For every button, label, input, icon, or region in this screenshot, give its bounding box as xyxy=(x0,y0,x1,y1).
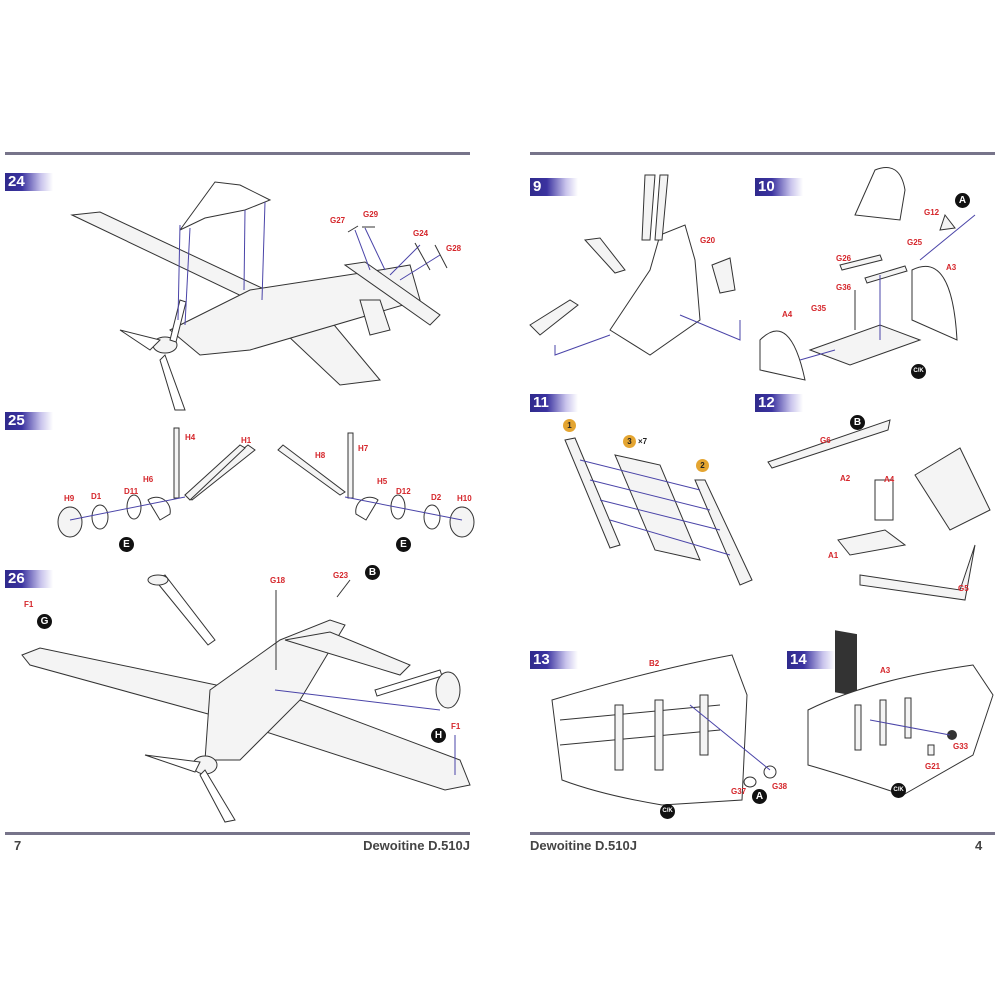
part-label: H10 xyxy=(457,494,472,503)
marker-e: E xyxy=(396,537,411,552)
part-label: G5 xyxy=(958,584,969,593)
part-label: H5 xyxy=(377,477,388,486)
step-badge: 25 xyxy=(5,412,53,430)
bottom-rule-right xyxy=(530,832,995,835)
part-label: G20 xyxy=(700,236,716,245)
part-label: G26 xyxy=(836,254,852,263)
step-14-fuselage-drawing xyxy=(807,664,994,796)
step-10-cockpit-drawing xyxy=(759,167,976,381)
part-label: G24 xyxy=(413,229,429,238)
part-label: F1 xyxy=(451,722,461,731)
marker-e: E xyxy=(119,537,134,552)
part-label: G33 xyxy=(953,742,969,751)
step-26-aircraft-drawing xyxy=(21,574,471,823)
part-label: D2 xyxy=(431,493,442,502)
footer-title-left: Dewoitine D.510J xyxy=(363,838,470,853)
part-label: H7 xyxy=(358,444,369,453)
quantity-multiplier: ×7 xyxy=(638,437,648,446)
part-label: A4 xyxy=(782,310,793,319)
part-label: H4 xyxy=(185,433,196,442)
step-badge: 24 xyxy=(5,173,53,191)
step-badge: 13 xyxy=(530,651,578,669)
part-label: G6 xyxy=(820,436,831,445)
part-label: G27 xyxy=(330,216,346,225)
marker-b: B xyxy=(365,565,380,580)
step-12-floor-drawing xyxy=(767,419,991,697)
step-11-frame-drawing xyxy=(564,437,753,586)
part-label: D11 xyxy=(124,487,139,496)
part-label: G35 xyxy=(811,304,827,313)
step-badge: 26 xyxy=(5,570,53,588)
step-25-undercarriage-drawing xyxy=(57,427,475,538)
marker-g: G xyxy=(37,614,52,629)
top-rule-left xyxy=(5,152,470,155)
top-rule-right xyxy=(530,152,995,155)
step-badge: 12 xyxy=(755,394,803,412)
step-24-aircraft-drawing xyxy=(70,181,448,411)
part-label: H9 xyxy=(64,494,75,503)
page-number-right: 4 xyxy=(975,838,983,853)
footer-title-right: Dewoitine D.510J xyxy=(530,838,637,853)
subassembly-1: 1 xyxy=(563,419,576,432)
part-label: G37 xyxy=(731,787,747,796)
step-13-fuselage-drawing xyxy=(551,654,777,806)
part-label: G38 xyxy=(772,782,788,791)
part-label: A3 xyxy=(946,263,957,272)
part-label: G23 xyxy=(333,571,349,580)
part-label: D1 xyxy=(91,492,102,501)
marker-a: A xyxy=(752,789,767,804)
part-label: H6 xyxy=(143,475,154,484)
part-label: H1 xyxy=(241,436,252,445)
marker-c-k: C/K xyxy=(891,783,906,798)
part-label: A4 xyxy=(884,475,895,484)
part-label: G36 xyxy=(836,283,852,292)
part-label: G21 xyxy=(925,762,941,771)
part-label: G12 xyxy=(924,208,940,217)
step-badge: 14 xyxy=(787,651,835,669)
step-9-seat-drawing xyxy=(529,174,741,356)
part-label: G29 xyxy=(363,210,379,219)
part-label: F1 xyxy=(24,600,34,609)
marker-c-k: C/K xyxy=(911,364,926,379)
part-label: A2 xyxy=(840,474,851,483)
bottom-rule-left xyxy=(5,832,470,835)
part-label: G28 xyxy=(446,244,462,253)
marker-b: B xyxy=(850,415,865,430)
marker-a: A xyxy=(955,193,970,208)
marker-h: H xyxy=(431,728,446,743)
part-label: G18 xyxy=(270,576,286,585)
step-badge: 9 xyxy=(530,178,578,196)
part-label: A3 xyxy=(880,666,891,675)
step-badge: 10 xyxy=(755,178,803,196)
part-label: B2 xyxy=(649,659,660,668)
step-badge: 11 xyxy=(530,394,578,412)
part-label: H8 xyxy=(315,451,326,460)
subassembly-3: 3 xyxy=(623,435,636,448)
marker-c-k: C/K xyxy=(660,804,675,819)
page-number-left: 7 xyxy=(14,838,22,853)
part-label: D12 xyxy=(396,487,411,496)
subassembly-2: 2 xyxy=(696,459,709,472)
part-label: A1 xyxy=(828,551,839,560)
part-label: G25 xyxy=(907,238,923,247)
